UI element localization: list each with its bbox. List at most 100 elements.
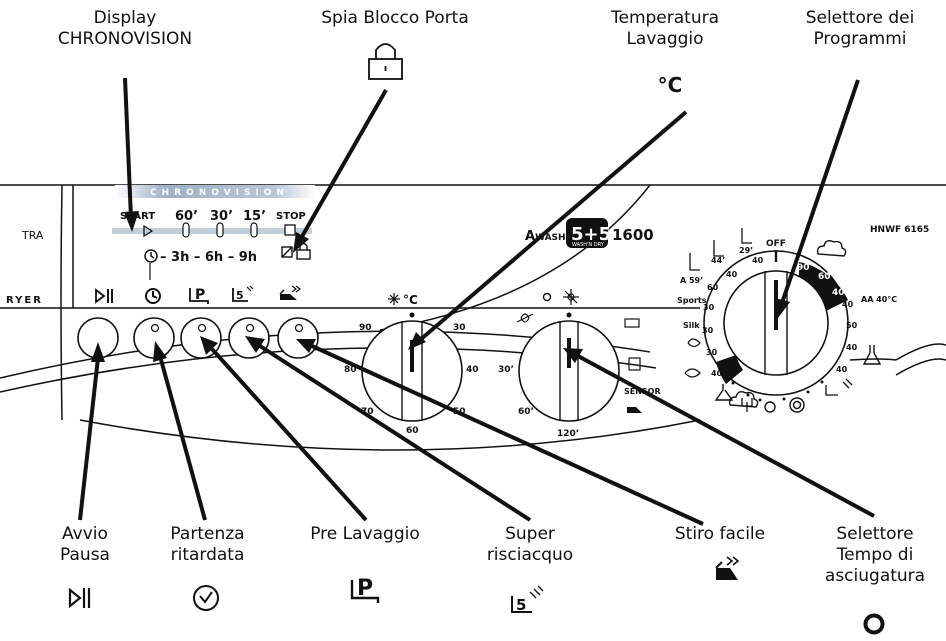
timer-led-60	[182, 222, 190, 238]
program-label-40-right3: 40	[842, 300, 854, 309]
clock-symbol-icon	[193, 585, 219, 611]
panel-edge-label-2: RYER	[6, 295, 43, 306]
svg-text:5: 5	[236, 289, 244, 302]
chronovision-display: CHRONOVISION START 60’ 30’ 15’ STOP – 3h…	[112, 185, 315, 280]
delayed-start-clock-icon	[145, 288, 161, 304]
callout-delayed-start: Partenza ritardata	[150, 524, 265, 566]
temperature-dial-label: °C	[403, 293, 418, 307]
pointer-display-chronovision	[123, 77, 139, 232]
callout-drying-time-line-2: Tempo di	[836, 545, 914, 565]
pointer-easy-iron	[296, 339, 704, 526]
callout-temperature-line-2: Lavaggio	[626, 29, 704, 49]
callout-super-rinse-line-1: Super	[505, 524, 555, 544]
program-label-60-left: 60	[707, 283, 719, 292]
temp-scale-60: 60	[406, 426, 419, 436]
callout-display-line-2: CHRONOVISION	[57, 29, 193, 49]
pointer-delayed-start	[153, 341, 207, 521]
brand-logo: AWASH 5+5 WASH'N DRY 1600	[525, 218, 654, 248]
callout-display-chronovision: Display CHRONOVISION	[20, 8, 230, 50]
timer-led-15	[250, 222, 258, 238]
svg-text:P: P	[357, 576, 373, 601]
callout-drying-time: Selettore Tempo di asciugatura	[810, 524, 940, 587]
timer-start-arrow-icon	[143, 224, 154, 238]
callout-program-line-1: Selettore dei	[805, 8, 915, 28]
callout-temperature-line-1: Temperatura	[610, 8, 720, 28]
pointer-prewash	[200, 336, 368, 522]
program-label-30-c: 30	[706, 348, 718, 357]
program-selector-dial[interactable]: HNWF 6165 OFF Sports Silk A 59’ 44’ 29’ …	[677, 225, 929, 413]
program-label-aa40: AA 40°C	[861, 295, 897, 304]
brand-rpm: 1600	[612, 226, 654, 244]
easy-iron-button[interactable]	[277, 317, 319, 359]
dry-sun-icon	[563, 289, 579, 305]
program-label-30-a: 30	[703, 303, 715, 312]
prewash-icon: P	[189, 287, 209, 304]
snowflake-icon	[388, 293, 400, 305]
temp-scale-90: 90	[359, 323, 372, 333]
super-rinse-symbol-icon: 5	[511, 585, 544, 614]
callout-drying-time-line-1: Selettore	[836, 524, 914, 544]
temp-scale-70: 70	[361, 407, 374, 417]
brand-wash-prefix: AWASH	[525, 229, 566, 244]
program-label-40-left2: 40	[711, 369, 723, 378]
program-flask-icon	[714, 345, 882, 401]
callout-start-pause: Avvio Pausa	[40, 524, 130, 566]
callout-super-rinse: Super risciacquo	[470, 524, 590, 566]
temp-scale-30: 30	[453, 323, 466, 333]
pointer-temperature	[408, 110, 688, 350]
callout-super-rinse-line-2: risciacquo	[486, 545, 574, 565]
callout-program-line-2: Programmi	[813, 29, 907, 49]
easy-iron-icon	[279, 285, 301, 300]
timer-label-30: 30’	[210, 209, 233, 224]
callout-door-lock: Spia Blocco Porta	[295, 8, 495, 29]
dry-scale-60: 60’	[518, 407, 534, 417]
callout-easy-iron-line-1: Stiro facile	[674, 524, 766, 544]
callout-drying-time-line-3: asciugatura	[824, 566, 926, 586]
brand-badge-sub: WASH'N DRY	[572, 242, 605, 248]
program-spiral-icons	[764, 397, 805, 413]
svg-text:5: 5	[516, 596, 526, 614]
delay-clock-icon	[144, 249, 158, 263]
dry-scale-30: 30’	[498, 365, 514, 375]
program-label-40-left3: 40	[752, 256, 764, 265]
callout-delayed-start-line-1: Partenza	[170, 524, 245, 544]
timer-stop-square-icon	[284, 224, 296, 236]
callout-prewash: Pre Lavaggio	[290, 524, 440, 545]
pointer-door-lock	[293, 89, 388, 253]
callout-delayed-start-line-2: ritardata	[170, 545, 245, 565]
temperature-dial[interactable]: °C 90 80 70 60 50 40 30	[344, 293, 479, 436]
program-dot-ring	[731, 380, 824, 402]
callout-pointers	[78, 77, 875, 526]
drying-time-dial[interactable]: 30’ 60’ 120’ SENSOR	[498, 289, 661, 439]
callout-temperature: Temperatura Lavaggio	[590, 8, 740, 50]
program-label-44: 44’	[711, 256, 725, 265]
temp-scale-80: 80	[344, 365, 357, 375]
timer-label-start: START	[120, 211, 155, 222]
panel-edge-label-1: TRA	[21, 229, 44, 242]
program-label-40-right2: 40	[836, 365, 848, 374]
timer-label-60: 60’	[175, 209, 198, 224]
dry-cupboard-icon	[628, 357, 641, 371]
dry-scale-120: 120’	[557, 429, 579, 439]
easy-iron-symbol-icon	[715, 556, 740, 580]
dry-selector-symbol-icon	[863, 613, 885, 635]
dry-hanger-icon	[624, 318, 640, 328]
program-cloud-icon	[728, 239, 847, 408]
model-label: HNWF 6165	[870, 225, 929, 235]
program-label-60-top: 60	[818, 272, 831, 282]
callout-easy-iron: Stiro facile	[655, 524, 785, 545]
timer-label-15: 15’	[243, 209, 266, 224]
callout-start-pause-line-1: Avvio	[62, 524, 108, 544]
brand-badge-text: 5+5	[571, 224, 611, 245]
prewash-symbol-icon: P	[350, 576, 380, 603]
callout-program-selector: Selettore dei Programmi	[785, 8, 935, 50]
callout-door-lock-line-1: Spia Blocco Porta	[321, 8, 469, 28]
callout-start-pause-line-2: Pausa	[60, 545, 110, 565]
super-rinse-icon: 5	[232, 285, 254, 302]
program-label-40-top: 40	[832, 288, 845, 298]
program-label-90: 90	[797, 263, 810, 273]
celsius-symbol: °C	[657, 73, 683, 97]
pointer-super-rinse	[245, 336, 532, 522]
timer-led-30	[216, 222, 224, 238]
